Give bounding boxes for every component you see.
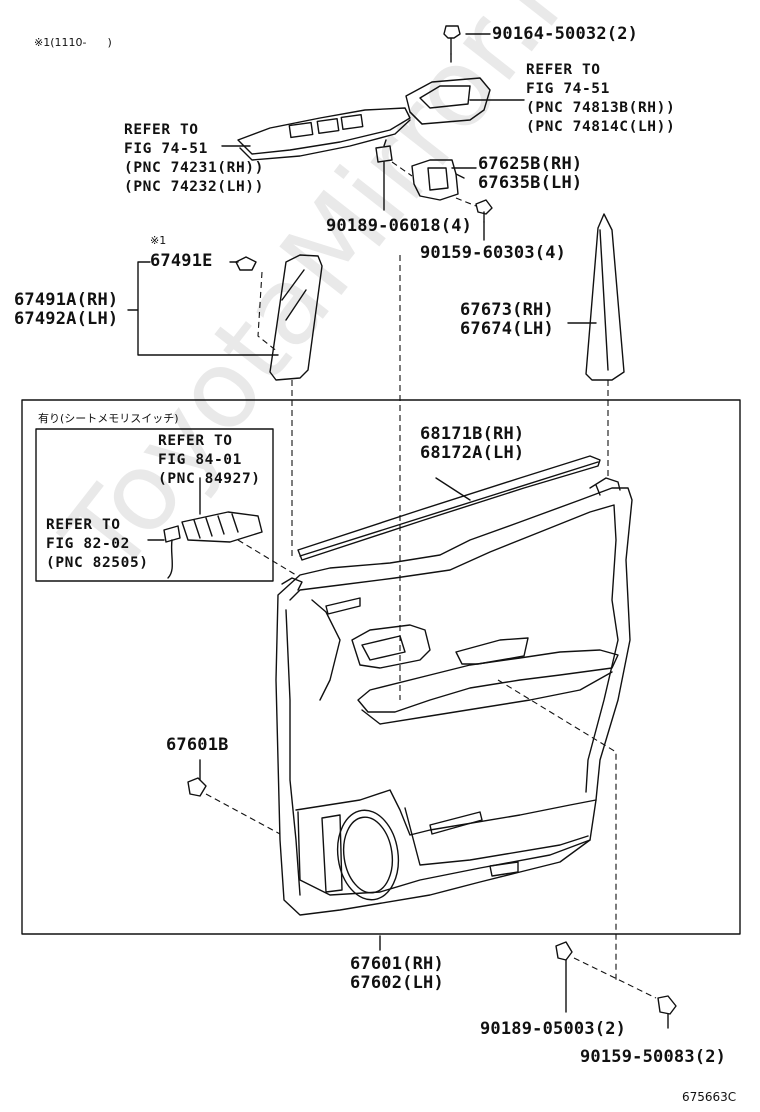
part-90189-06018: 90189-06018(4) (326, 216, 473, 236)
inset-title: 有り(シートメモリスイッチ) (38, 412, 179, 425)
inset-frame (35, 428, 274, 582)
ref-fig-74-51-switch: REFER TO FIG 74-51 (PNC 74231(RH)) (PNC … (124, 122, 264, 195)
screw-90159-60303 (475, 199, 493, 223)
part-90189-05003: 90189-05003(2) (480, 1019, 627, 1039)
ref-fig-82-02: REFER TO FIG 82-02 (PNC 82505) (46, 517, 149, 571)
belt-weatherstrip (297, 455, 601, 561)
part-67625b: 67625B(RH) 67635B(LH) (478, 154, 583, 193)
left-pillar-garnish (235, 254, 323, 381)
part-67491a: 67491A(RH) 67492A(LH) (14, 290, 119, 329)
window-switch-top (237, 107, 411, 161)
screw-90159-50083 (657, 995, 677, 1015)
part-67601b: 67601B (166, 735, 229, 755)
part-90164-50032: 90164-50032(2) (492, 24, 639, 44)
part-68171b: 68171B(RH) 68172A(LH) (420, 424, 525, 463)
bracket (411, 159, 465, 201)
star-mark: ※1 (150, 234, 167, 247)
memory-switch (163, 511, 263, 579)
part-67491e: 67491E (150, 251, 213, 271)
part-67673: 67673(RH) 67674(LH) (460, 300, 554, 339)
main-frame (21, 399, 741, 935)
right-pillar-garnish (585, 213, 625, 381)
ref-fig-84-01: REFER TO FIG 84-01 (PNC 84927) (158, 433, 261, 487)
ref-fig-74-51-base: REFER TO FIG 74-51 (PNC 74813B(RH)) (PNC… (526, 62, 676, 135)
clip-67601b (187, 777, 207, 797)
clip-90189-05003 (555, 941, 573, 961)
part-90159-50083: 90159-50083(2) (580, 1047, 727, 1067)
revision-note: ※1(1110- ) (34, 36, 112, 49)
switch-base (405, 77, 491, 125)
figure-code: 675663C (682, 1090, 737, 1104)
clip-90189-06018 (375, 139, 393, 163)
screw-90164 (443, 25, 461, 55)
part-90159-60303: 90159-60303(4) (420, 243, 567, 263)
part-67601: 67601(RH) 67602(LH) (350, 954, 444, 993)
door-trim-panel (275, 477, 633, 916)
